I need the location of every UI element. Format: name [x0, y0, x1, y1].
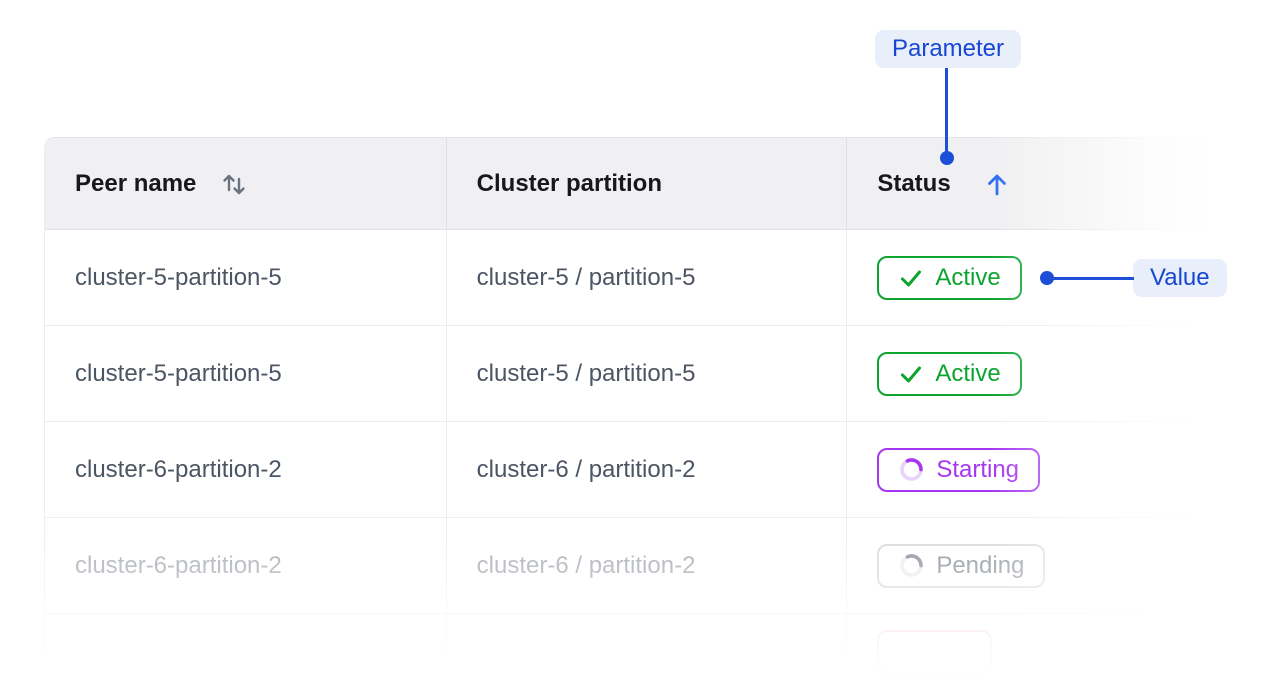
status-badge: Active [877, 351, 1022, 396]
status-cell: Starting [847, 422, 1210, 517]
table-row: cluster-6-partition-2 cluster-6 / partit… [45, 518, 1210, 614]
parameter-callout-label: Parameter [891, 35, 1005, 62]
peers-table: Peer name Cluster partition Status [44, 137, 1210, 688]
column-header-cluster-partition[interactable]: Cluster partition [447, 138, 848, 229]
parameter-callout-line [945, 68, 948, 153]
peer-name-cell: cluster-5-partition-5 [45, 326, 447, 421]
status-cell: Active [847, 326, 1210, 421]
status-badge [877, 629, 993, 674]
status-badge: Starting [877, 447, 1041, 492]
table-row: cluster-6-partition-2 cluster-6 / partit… [45, 422, 1210, 518]
check-icon [901, 270, 922, 286]
spinner-icon [900, 554, 924, 577]
peer-name-cell: cluster-5-partition-5 [45, 230, 447, 325]
column-header-label: Peer name [75, 169, 197, 197]
peer-name-cell [45, 614, 447, 688]
table-row: cluster-5-partition-5 cluster-5 / partit… [45, 326, 1210, 422]
peer-name-cell: cluster-6-partition-2 [45, 422, 447, 517]
table-row [45, 614, 1210, 688]
column-header-label: Status [877, 169, 951, 197]
parameter-callout-dot [940, 151, 954, 165]
spinner-icon [900, 458, 924, 481]
status-badge-label: Pending [936, 551, 1025, 579]
column-header-peer-name[interactable]: Peer name [45, 138, 447, 229]
cluster-partition-cell: cluster-5 / partition-5 [447, 326, 848, 421]
table-row: cluster-5-partition-5 cluster-5 / partit… [45, 230, 1210, 326]
value-callout-line [1047, 277, 1134, 280]
cluster-partition-cell: cluster-6 / partition-2 [447, 518, 848, 613]
peer-name-cell: cluster-6-partition-2 [45, 518, 447, 613]
status-badge: Pending [877, 543, 1046, 588]
status-badge-label: Active [935, 359, 1001, 387]
value-callout-dot [1040, 271, 1054, 285]
cluster-partition-cell: cluster-6 / partition-2 [447, 422, 848, 517]
column-header-status[interactable]: Status [847, 138, 1210, 229]
cluster-partition-cell: cluster-5 / partition-5 [447, 230, 848, 325]
status-badge: Active [877, 255, 1022, 300]
status-badge-label: Starting [936, 455, 1020, 483]
value-callout-badge: Value [1133, 259, 1227, 297]
check-icon [901, 366, 922, 382]
status-cell: Pending [847, 518, 1210, 613]
status-badge-label: Active [935, 263, 1001, 291]
cluster-partition-cell [447, 614, 848, 688]
value-callout-label: Value [1150, 264, 1210, 291]
status-cell [847, 614, 1210, 688]
sort-up-down-icon[interactable] [220, 170, 248, 198]
column-header-label: Cluster partition [476, 169, 662, 197]
arrow-up-icon[interactable] [985, 171, 1009, 197]
parameter-callout-badge: Parameter [874, 30, 1022, 68]
table-header-row: Peer name Cluster partition Status [45, 138, 1210, 230]
